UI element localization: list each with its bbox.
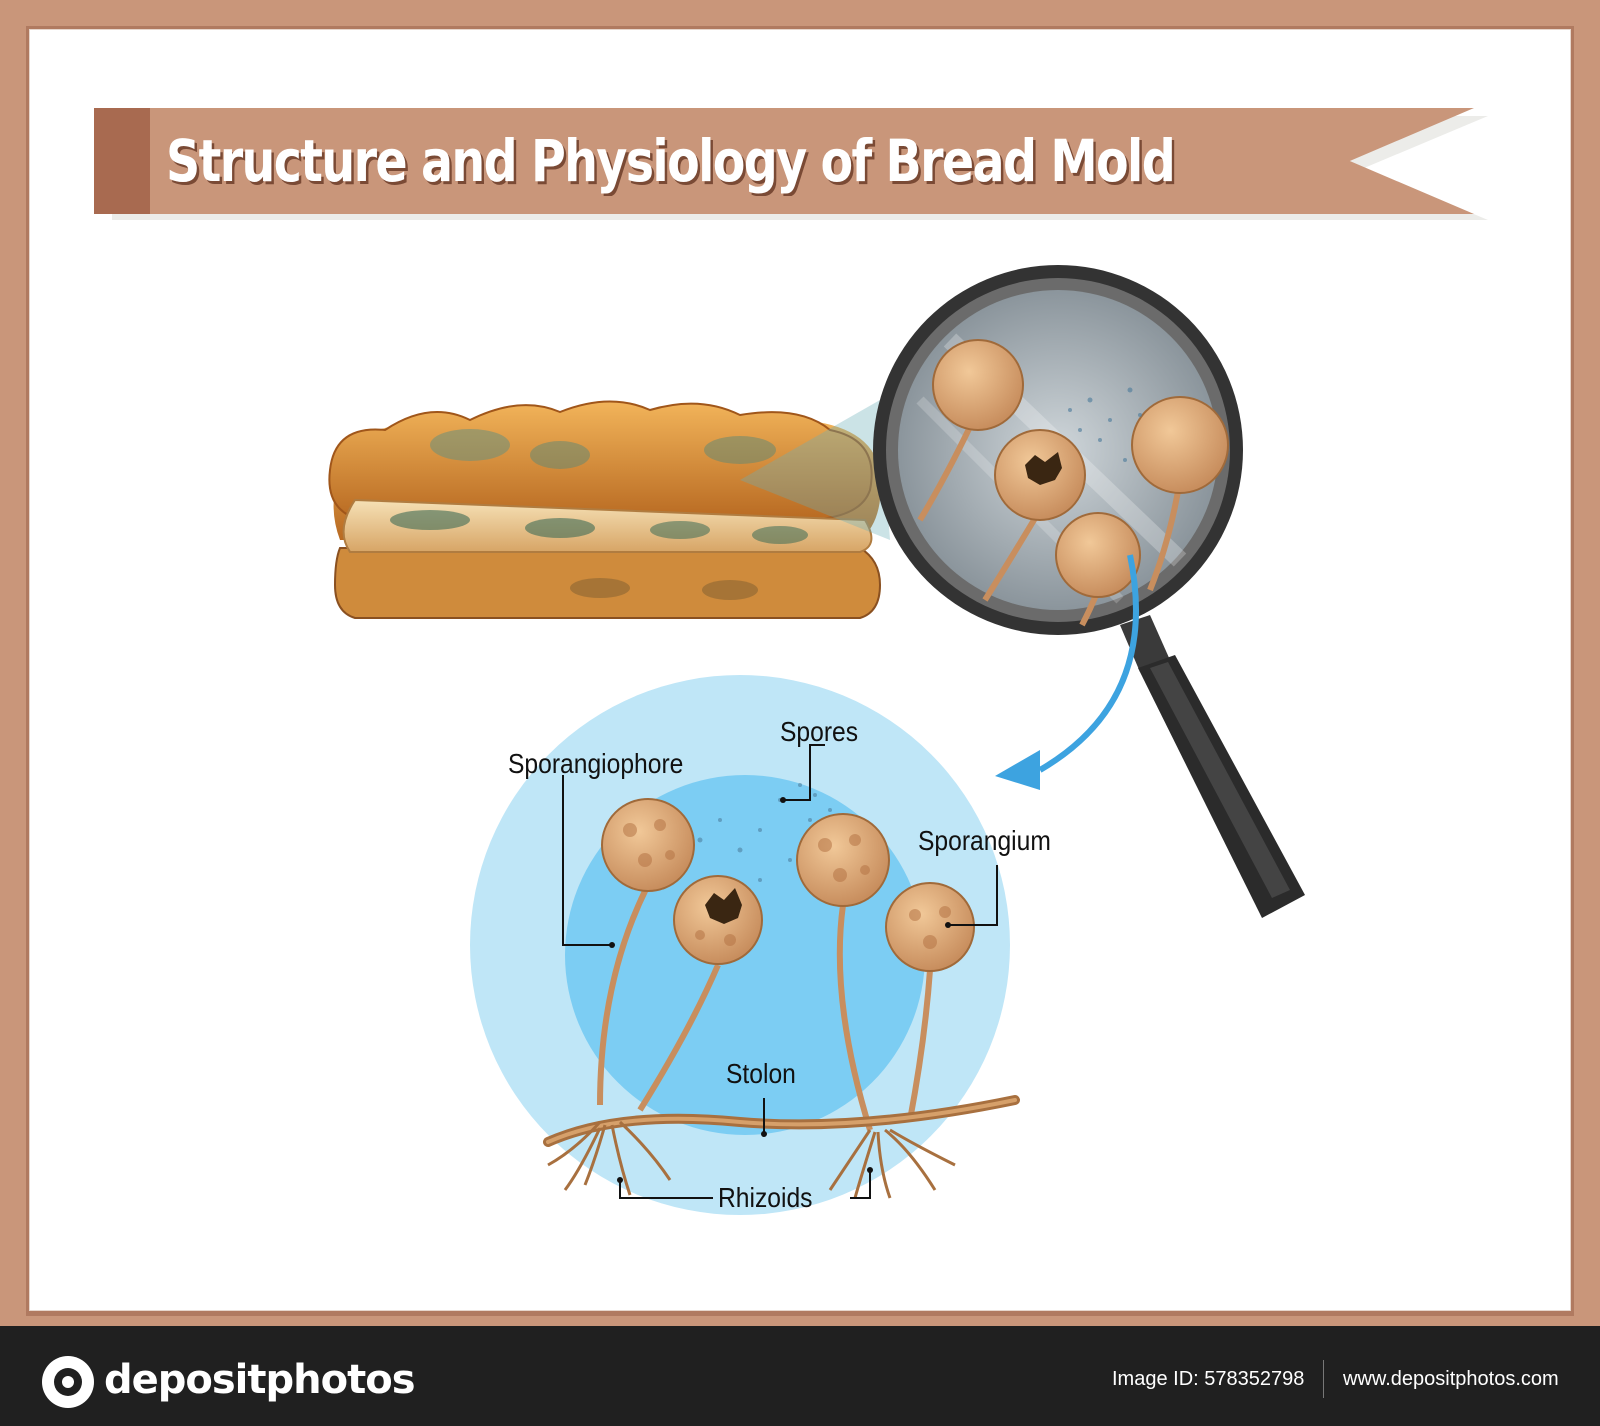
bread-loaf <box>328 400 882 619</box>
footer-divider <box>1323 1360 1324 1398</box>
image-id-label: Image ID: <box>1112 1368 1199 1390</box>
banner-tab <box>94 108 150 214</box>
label-sporangiophore: Sporangiophore <box>508 748 684 779</box>
image-id-value: 578352798 <box>1204 1368 1305 1390</box>
sporangiophores <box>597 883 933 1131</box>
brand-name: depositphotos <box>104 1357 416 1403</box>
page-title: Structure and Physiology of Bread Mold <box>166 127 1176 195</box>
magnifier-lens <box>873 265 1243 635</box>
magnifier-beam <box>740 400 890 540</box>
footer-bar: depositphotos Image ID: 578352798 www.de… <box>0 1326 1600 1426</box>
sporangia <box>601 798 975 972</box>
label-stolon: Stolon <box>726 1058 796 1089</box>
arrow-head <box>995 750 1040 790</box>
curved-arrow <box>1038 554 1139 773</box>
camera-icon <box>42 1356 94 1408</box>
bread-mold-illustration <box>328 265 1305 1215</box>
leader-dots <box>609 797 951 1183</box>
label-sporangium: Sporangium <box>918 825 1051 856</box>
website-link[interactable]: www.depositphotos.com <box>1343 1368 1559 1390</box>
magnifier-handle <box>1120 615 1305 918</box>
title-banner <box>94 108 1474 214</box>
leader-lines <box>562 744 998 1199</box>
label-spores: Spores <box>780 716 859 747</box>
rhizoids <box>547 1120 956 1199</box>
label-rhizoids: Rhizoids <box>718 1182 813 1213</box>
image-id: Image ID: 578352798 <box>1112 1364 1304 1394</box>
